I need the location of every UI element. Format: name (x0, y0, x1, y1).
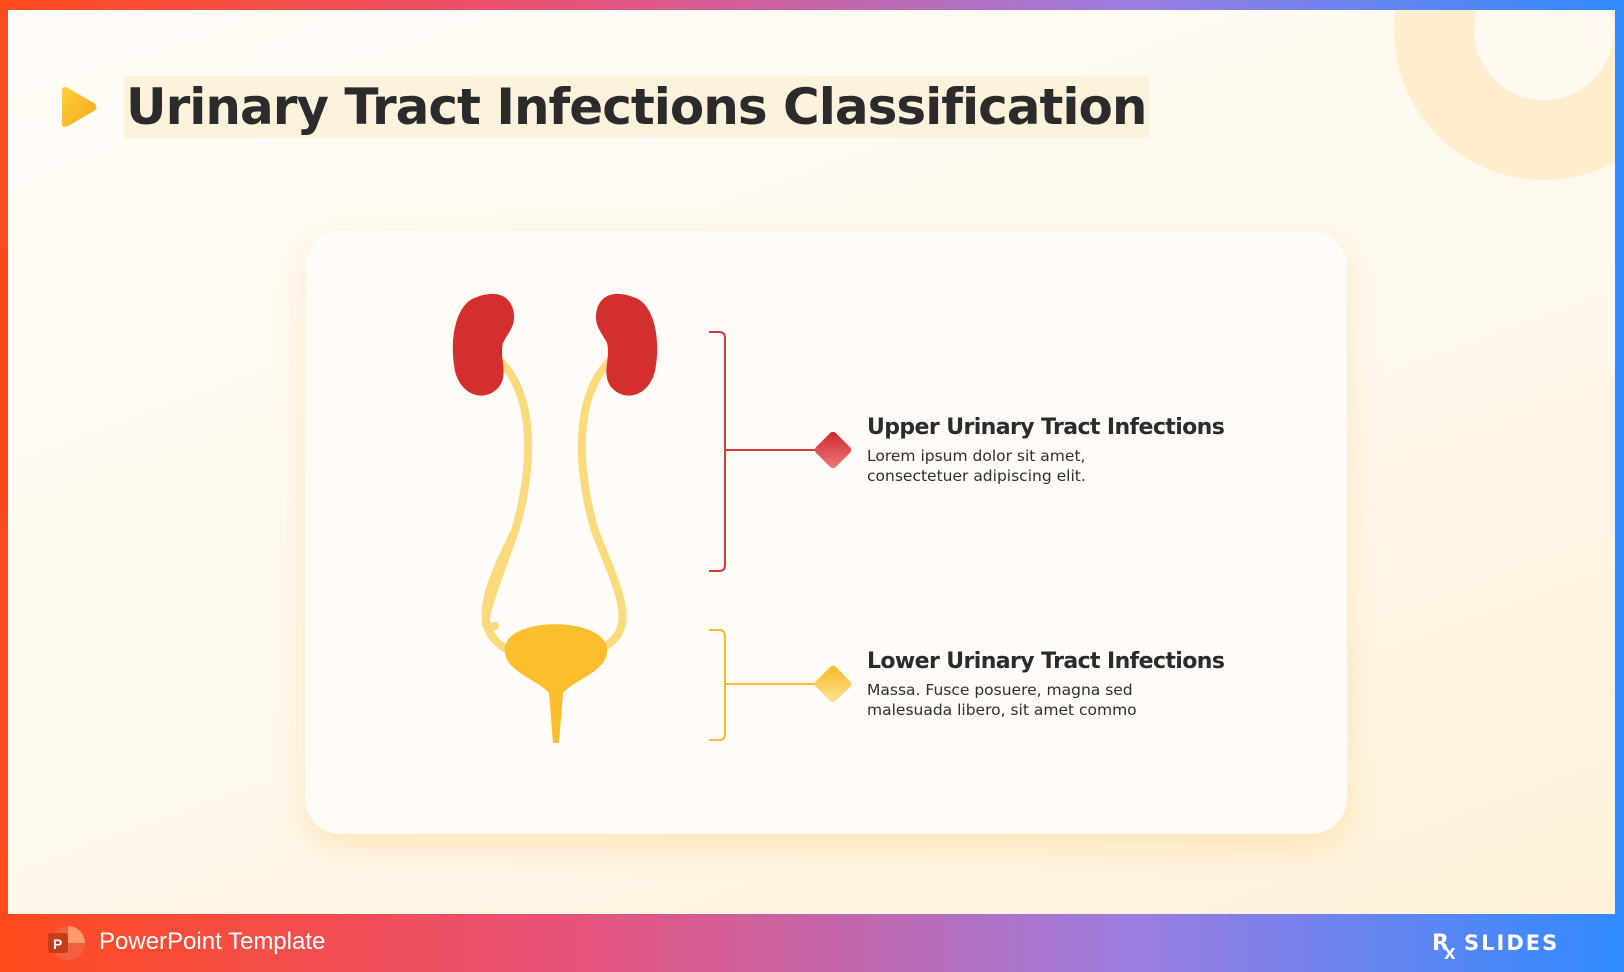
svg-text:SLIDES: SLIDES (1464, 931, 1559, 955)
rx-slides-logo: R X SLIDES (1432, 928, 1577, 960)
bladder (505, 624, 607, 743)
lower-uti-title: Lower Urinary Tract Infections (867, 648, 1247, 676)
svg-text:P: P (53, 936, 62, 952)
svg-text:X: X (1444, 945, 1456, 960)
lower-diamond-icon (813, 664, 853, 704)
title-row: Urinary Tract Infections Classification (58, 76, 1149, 138)
page-title: Urinary Tract Infections Classification (124, 76, 1149, 138)
slide: Urinary Tract Infections Classification (8, 10, 1615, 914)
diagram-card: Upper Urinary Tract Infections Lorem ips… (305, 231, 1347, 834)
right-kidney (596, 294, 657, 396)
lower-uti-label: Lower Urinary Tract Infections Massa. Fu… (867, 648, 1247, 720)
upper-uti-title: Upper Urinary Tract Infections (867, 414, 1247, 442)
upper-bracket (709, 332, 725, 571)
footer-label: PowerPoint Template (99, 928, 325, 956)
footer-bar: P PowerPoint Template R X SLIDES (0, 914, 1624, 972)
powerpoint-icon: P (46, 924, 86, 962)
left-ureter-lower (486, 531, 515, 651)
urinary-system-diagram (305, 231, 1347, 834)
lower-uti-description: Massa. Fusce posuere, magna sed malesuad… (867, 680, 1167, 720)
upper-uti-label: Upper Urinary Tract Infections Lorem ips… (867, 414, 1247, 486)
lower-bracket (709, 630, 725, 740)
right-ureter (582, 361, 623, 651)
upper-diamond-icon (813, 430, 853, 470)
decorative-ring (1394, 10, 1615, 180)
play-arrow-icon (58, 85, 98, 129)
left-kidney (453, 294, 514, 396)
upper-uti-description: Lorem ipsum dolor sit amet, consectetuer… (867, 446, 1167, 486)
